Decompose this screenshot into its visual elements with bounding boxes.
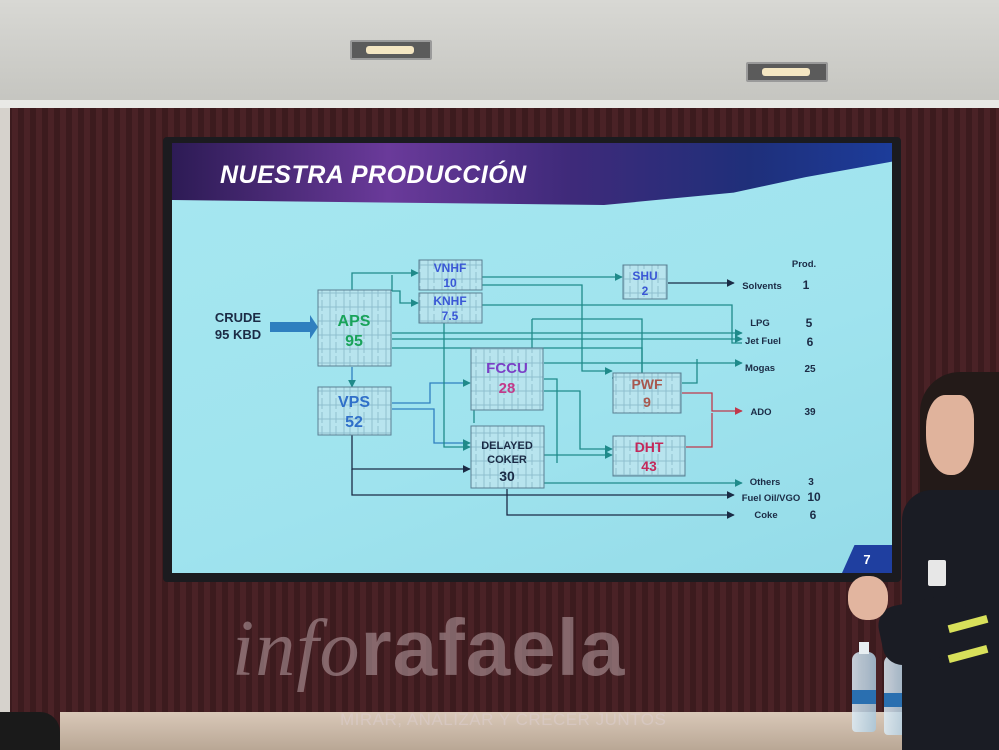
ceiling-light: [746, 62, 828, 82]
presenter-face: [926, 395, 974, 475]
watermark-brand-thin: info: [232, 605, 361, 693]
product-value: 25: [804, 364, 816, 375]
ceiling-edge: [0, 100, 999, 110]
unit-name: PWF: [631, 376, 663, 392]
unit-box-delayed-coker: DELAYED COKER 30: [470, 425, 545, 489]
unit-value: 2: [642, 284, 649, 298]
unit-name: DHT: [635, 439, 664, 455]
product-value: 39: [804, 407, 816, 418]
unit-value: 30: [499, 468, 515, 484]
product-name: Fuel Oil/VGO: [742, 493, 801, 504]
unit-value: 95: [345, 333, 363, 350]
presenter-badge: [928, 560, 946, 586]
table-ledge: [60, 712, 960, 750]
process-flow-diagram: CRUDE 95 KBD VNHF 10 KNHF 7.5 SHU 2 APS …: [215, 259, 821, 522]
water-bottle: [852, 642, 876, 732]
watermark-brand-bold: rafaela: [360, 603, 626, 692]
watermark-tagline: MIRAR, ANALIZAR Y CRECER JUNTOS: [340, 710, 667, 729]
watermark-logo: inforafaela: [232, 608, 625, 690]
unit-box-dht: DHT 43: [612, 435, 686, 477]
unit-box-vps: VPS 52: [317, 386, 392, 436]
chair-back: [0, 712, 60, 750]
presenter-hand: [848, 576, 888, 620]
unit-name-line1: DELAYED: [481, 440, 533, 452]
slide-title: NUESTRA PRODUCCIÓN: [220, 161, 527, 189]
unit-box-pwf: PWF 9: [612, 372, 682, 414]
product-value: 5: [806, 316, 813, 330]
product-value: 3: [808, 477, 814, 488]
unit-name: KNHF: [433, 294, 466, 308]
unit-name: SHU: [632, 269, 657, 283]
unit-name: VPS: [338, 394, 370, 411]
product-name: Mogas: [745, 363, 775, 374]
unit-value: 43: [641, 458, 657, 474]
ceiling-light: [350, 40, 432, 60]
unit-name: APS: [338, 313, 371, 330]
unit-name-line2: COKER: [487, 454, 527, 466]
product-name: Coke: [754, 510, 777, 521]
unit-value: 7.5: [442, 309, 459, 323]
unit-value: 10: [443, 276, 457, 290]
unit-box-vnhf: VNHF 10: [418, 259, 483, 291]
crude-arrowhead: [310, 315, 318, 339]
product-name: Jet Fuel: [745, 336, 781, 347]
product-value: 1: [803, 278, 810, 292]
wall-pillar: [0, 108, 10, 750]
slide: NUESTRA PRODUCCIÓN: [172, 143, 892, 573]
crude-label: CRUDE: [215, 310, 262, 325]
product-name: ADO: [750, 407, 771, 418]
unit-box-knhf: KNHF 7.5: [418, 292, 483, 324]
unit-value: 28: [499, 380, 516, 397]
unit-box-shu: SHU 2: [622, 264, 668, 300]
unit-box-aps: APS 95: [317, 289, 392, 367]
product-name: LPG: [750, 318, 770, 329]
unit-name: FCCU: [486, 360, 528, 377]
product-name: Solvents: [742, 281, 782, 292]
ceiling: [0, 0, 999, 108]
product-value: 6: [810, 508, 817, 522]
product-value: 10: [807, 490, 821, 504]
unit-value: 9: [643, 394, 651, 410]
product-list: Solvents 1 LPG 5 Jet Fuel 6 Mogas 25 ADO…: [742, 278, 821, 522]
product-name: Others: [750, 477, 781, 488]
unit-value: 52: [345, 414, 363, 431]
unit-name: VNHF: [434, 261, 467, 275]
flow-lines: [270, 269, 743, 519]
prod-header: Prod.: [792, 259, 816, 270]
product-value: 6: [807, 335, 814, 349]
unit-box-fccu: FCCU 28: [470, 347, 544, 411]
bottle-label: [852, 690, 876, 704]
crude-value: 95 KBD: [215, 327, 261, 342]
